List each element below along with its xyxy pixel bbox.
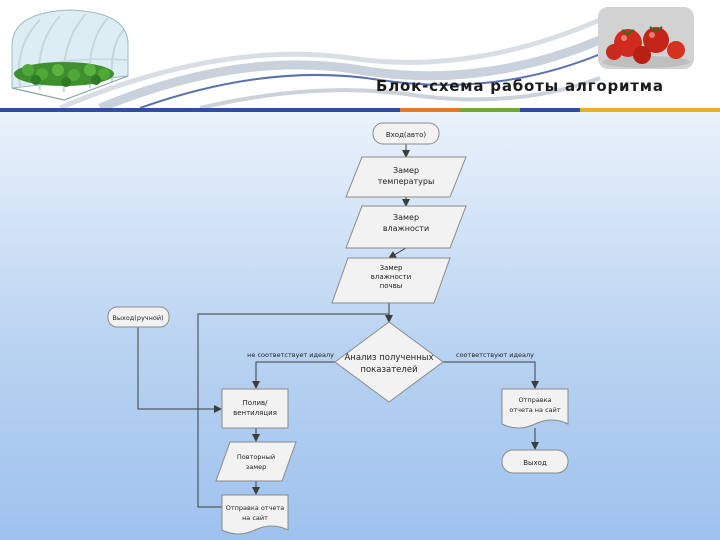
edge-label-ideal: соответствуют идеалу xyxy=(456,351,534,359)
tomato-image xyxy=(598,7,694,69)
node-send-report-right: Отправка отчета на сайт xyxy=(501,388,569,429)
node-repeat-measure-label-1: Повторный xyxy=(237,453,275,461)
stripe-segment-yellow xyxy=(580,108,720,113)
node-measure-temperature-label-2: температуры xyxy=(378,177,435,186)
node-send-report-right-label-1: Отправка xyxy=(518,396,551,404)
node-measure-humidity: Замер влажности xyxy=(345,205,467,249)
node-measure-soil-humidity: Замер влажности почвы xyxy=(331,257,451,304)
node-send-report-left-label-2: на сайт xyxy=(242,514,268,522)
node-measure-soil-label-3: почвы xyxy=(380,282,403,290)
slide-title: Блок-схема работы алгоритма xyxy=(376,77,664,95)
edge-decision-not-ideal xyxy=(252,361,335,389)
node-repeat-measure-label-2: замер xyxy=(246,463,266,471)
decorative-swoosh xyxy=(59,17,611,113)
node-send-report-left: Отправка отчета на сайт xyxy=(221,494,289,535)
edge-label-not-ideal: не соответствует идеалу xyxy=(247,351,334,359)
greenhouse-image xyxy=(11,9,129,101)
stripe-segment-blue-2 xyxy=(520,108,580,113)
header-graphics xyxy=(11,7,694,113)
node-measure-temperature-label-1: Замер xyxy=(393,166,419,175)
node-start: Вход(авто) xyxy=(372,122,440,145)
edge-manual-watering xyxy=(137,327,222,413)
stripe-segment-blue xyxy=(0,108,400,113)
node-send-report-right-label-2: отчета на сайт xyxy=(509,406,561,414)
node-start-label: Вход(авто) xyxy=(386,131,427,139)
node-repeat-measure: Повторный замер xyxy=(215,441,297,482)
node-watering: Полив/ вентиляция xyxy=(221,388,289,429)
edge-decision-ideal xyxy=(443,361,539,389)
node-measure-temperature: Замер температуры xyxy=(345,156,467,198)
node-decision-label-1: Анализ полученных xyxy=(344,353,433,363)
node-manual-entry-label: Выход(ручной) xyxy=(112,314,163,322)
node-exit: Выход xyxy=(501,449,569,474)
stripe-segment-green xyxy=(460,108,520,113)
node-exit-label: Выход xyxy=(523,459,547,467)
slide-header: Блок-схема работы алгоритма xyxy=(0,0,720,113)
node-watering-label-1: Полив/ xyxy=(242,399,268,407)
edge-humidity-soil xyxy=(388,247,407,259)
flow-edges xyxy=(137,144,539,508)
node-measure-humidity-label-2: влажности xyxy=(383,224,429,233)
node-measure-soil-label-1: Замер xyxy=(380,264,403,272)
node-measure-soil-label-2: влажности xyxy=(371,273,412,281)
node-decision: Анализ полученных показателей xyxy=(334,321,444,403)
node-measure-humidity-label-1: Замер xyxy=(393,213,419,222)
node-watering-label-2: вентиляция xyxy=(233,409,277,417)
node-send-report-left-label-1: Отправка отчета xyxy=(226,504,284,512)
node-decision-label-2: показателей xyxy=(360,365,417,375)
node-manual-entry: Выход(ручной) xyxy=(107,306,170,328)
color-stripe xyxy=(0,108,720,113)
stripe-segment-orange xyxy=(400,108,460,113)
